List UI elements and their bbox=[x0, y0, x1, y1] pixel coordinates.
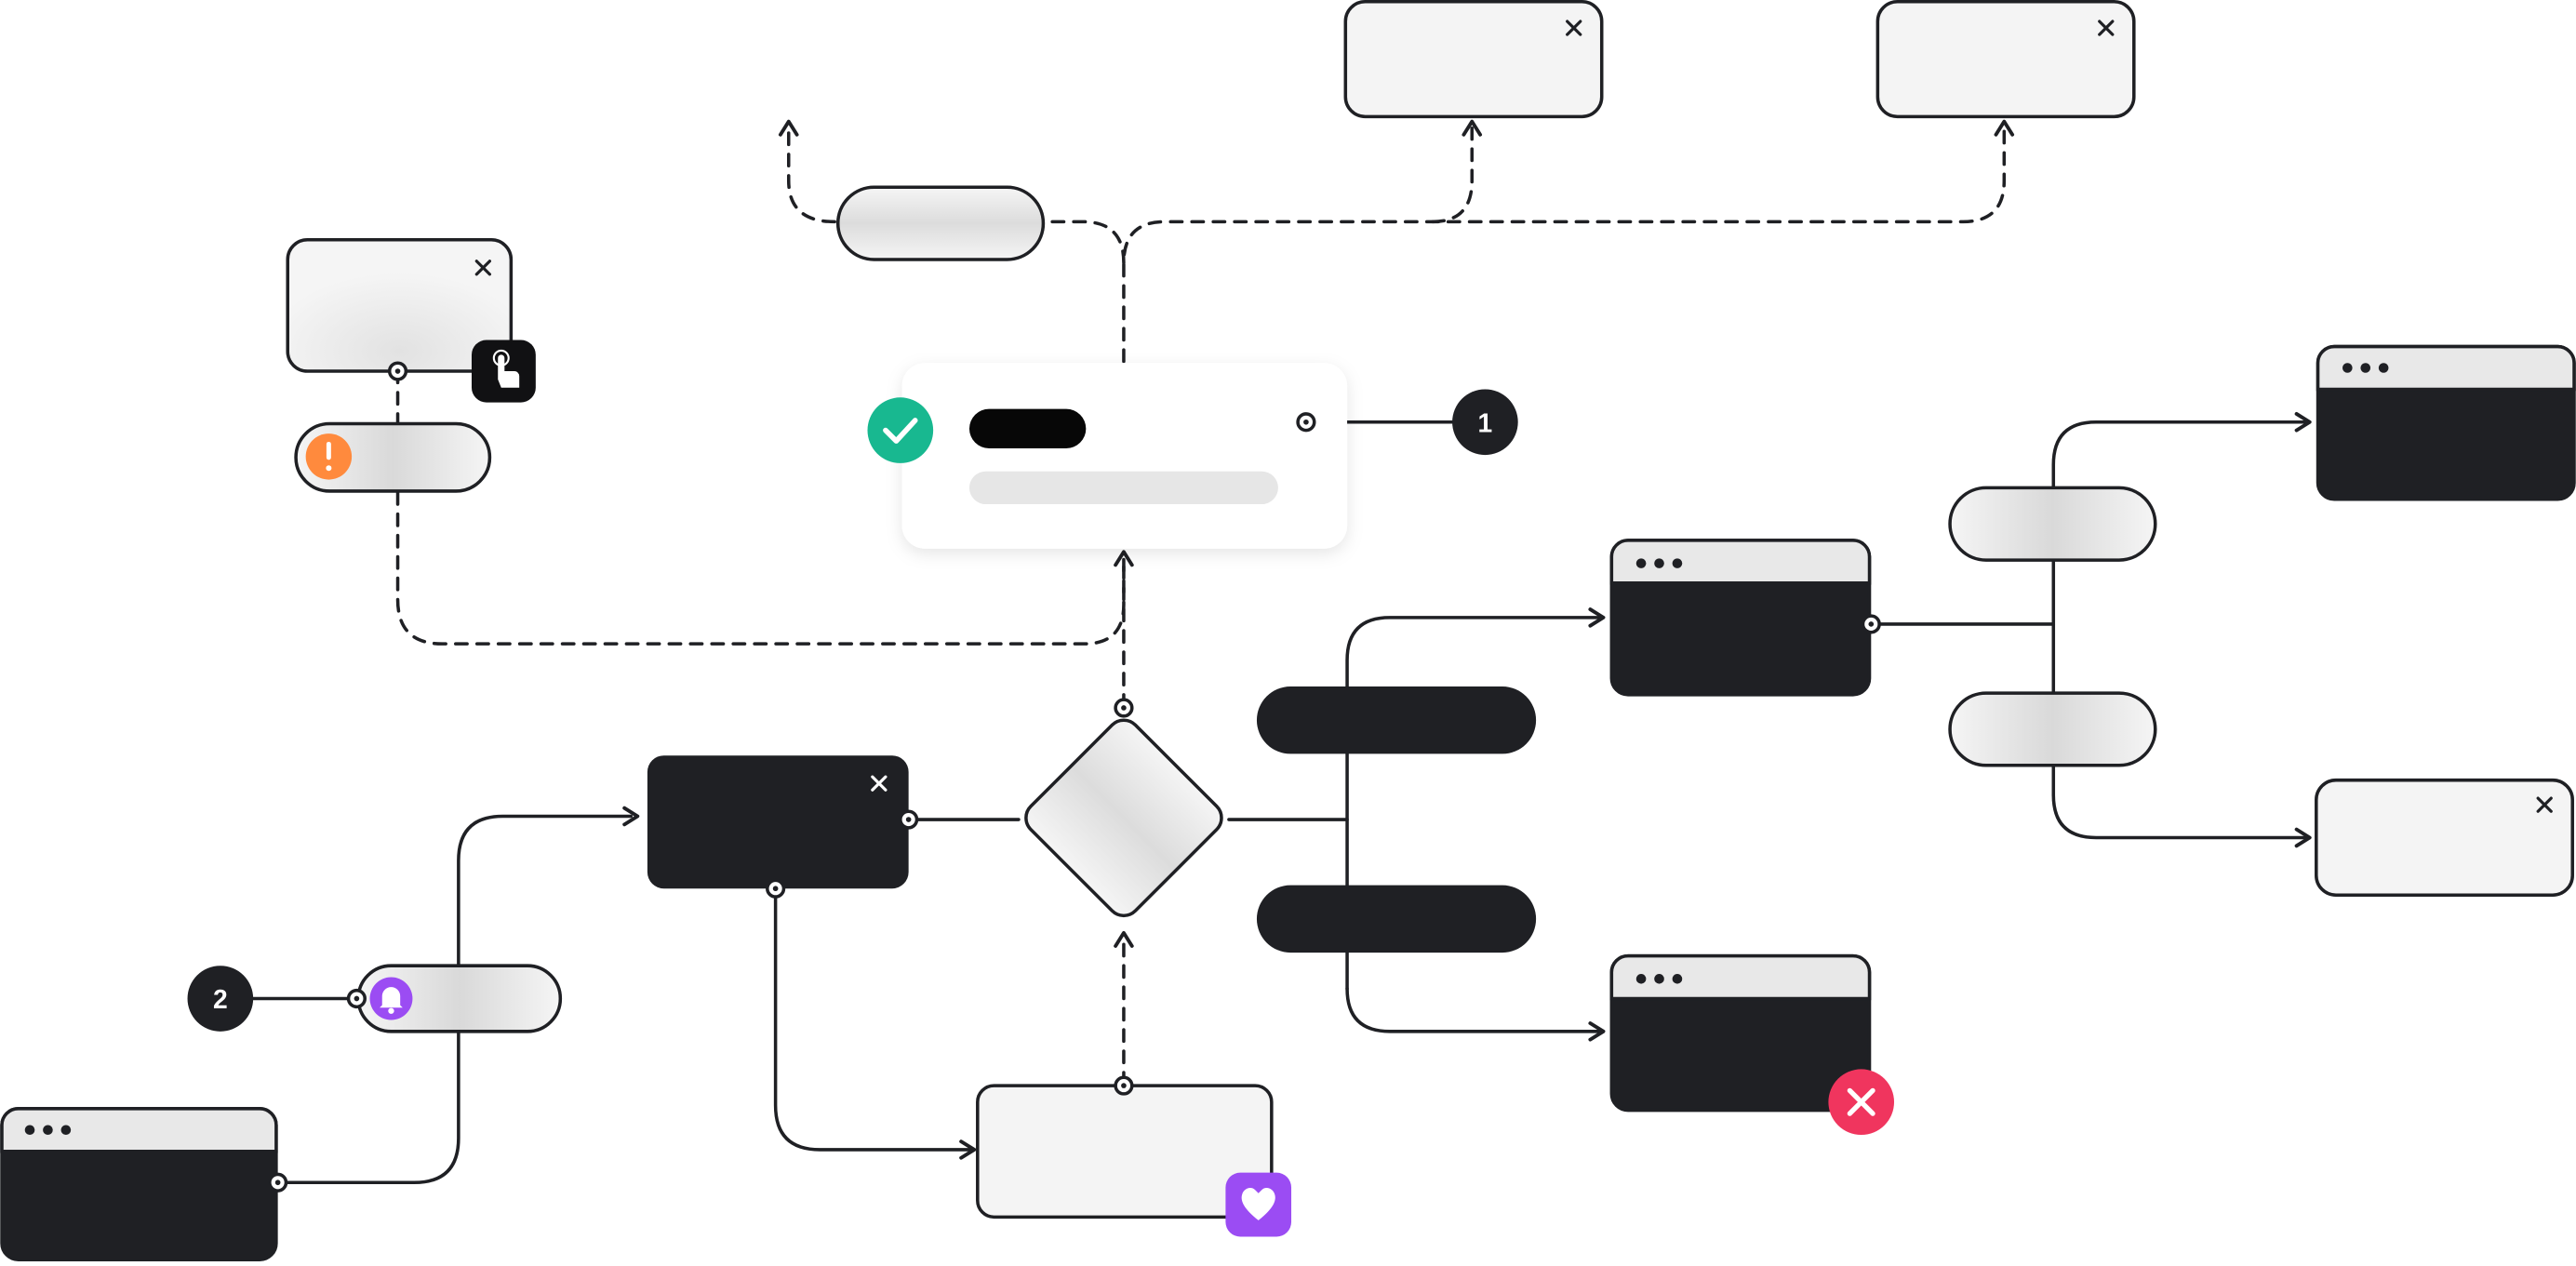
step-badge-2: 2 bbox=[187, 966, 254, 1032]
close-icon[interactable] bbox=[2536, 796, 2553, 813]
dialog-box-top-center[interactable] bbox=[1343, 0, 1604, 119]
pill-node-right-lower[interactable] bbox=[1948, 691, 2157, 767]
solid-connector bbox=[1345, 987, 1600, 1033]
arrowhead bbox=[2294, 411, 2312, 433]
card-subtitle-bar bbox=[968, 471, 1278, 505]
decision-diamond[interactable] bbox=[1020, 713, 1229, 923]
solid-connector bbox=[2051, 793, 2307, 840]
step-badge-1-label: 1 bbox=[1478, 407, 1493, 437]
arrowhead bbox=[778, 119, 799, 137]
browser-window-top-right[interactable] bbox=[2316, 344, 2576, 501]
dialog-box-bottom-right[interactable] bbox=[2315, 778, 2574, 898]
arrowhead bbox=[1588, 1021, 1606, 1042]
window-controls-icon bbox=[24, 1125, 72, 1136]
dialog-box-top-right[interactable] bbox=[1875, 0, 2136, 119]
dashed-connector bbox=[786, 126, 836, 224]
step-badge-2-label: 2 bbox=[213, 984, 228, 1014]
notification-pill[interactable] bbox=[356, 964, 563, 1033]
solid-connector bbox=[773, 886, 971, 1152]
pointer-icon bbox=[471, 340, 536, 403]
error-icon bbox=[1828, 1069, 1895, 1136]
alert-icon bbox=[305, 433, 353, 480]
arrowhead bbox=[1114, 550, 1134, 567]
check-icon bbox=[867, 397, 934, 463]
dark-pill-upper[interactable] bbox=[1256, 686, 1537, 754]
window-controls-icon bbox=[1635, 558, 1683, 568]
pill-node-right-upper[interactable] bbox=[1948, 486, 2157, 562]
arrowhead bbox=[1114, 930, 1134, 948]
dashed-connector bbox=[1043, 220, 1126, 265]
pill-node-top[interactable] bbox=[835, 185, 1046, 261]
dark-pill-lower[interactable] bbox=[1256, 885, 1537, 953]
close-icon[interactable] bbox=[871, 775, 888, 792]
window-controls-icon bbox=[2342, 363, 2389, 373]
close-icon[interactable] bbox=[474, 260, 491, 276]
window-controls-icon bbox=[1635, 974, 1683, 984]
dashed-connector bbox=[1122, 126, 2007, 364]
arrowhead bbox=[2294, 827, 2312, 848]
solid-connector bbox=[2051, 420, 2307, 797]
close-icon[interactable] bbox=[2098, 20, 2115, 36]
heart-icon bbox=[1225, 1172, 1292, 1237]
bell-icon bbox=[369, 977, 413, 1020]
card-title-bar bbox=[968, 408, 1087, 449]
browser-window-bottom[interactable] bbox=[1609, 953, 1872, 1113]
browser-window-middle[interactable] bbox=[1609, 539, 1872, 697]
step-badge-1: 1 bbox=[1452, 389, 1518, 456]
arrowhead bbox=[959, 1139, 977, 1160]
dark-dialog-box[interactable] bbox=[647, 755, 909, 889]
dashed-connector bbox=[1431, 126, 1475, 224]
close-icon[interactable] bbox=[1566, 20, 1582, 36]
arrowhead bbox=[1994, 119, 2015, 137]
arrowhead bbox=[1462, 119, 1483, 137]
arrowhead bbox=[622, 806, 640, 827]
alert-pill[interactable] bbox=[294, 421, 492, 493]
solid-connector bbox=[1345, 616, 1600, 991]
status-card[interactable] bbox=[901, 363, 1348, 549]
arrowhead bbox=[1588, 607, 1606, 628]
browser-window-bottom-left[interactable] bbox=[0, 1107, 278, 1261]
